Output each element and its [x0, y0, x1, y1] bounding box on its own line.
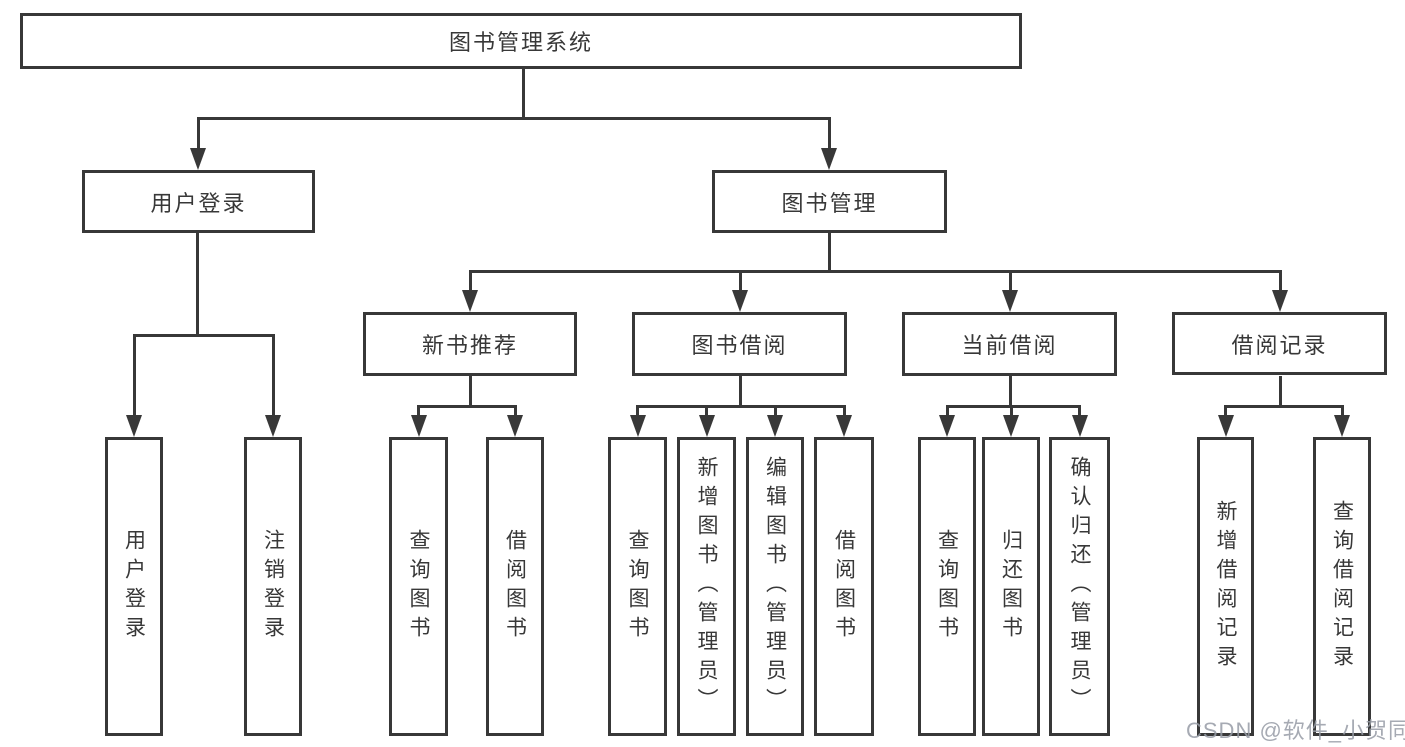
leaf-confirm-return-admin: 确认归还（管理员）: [1049, 437, 1110, 736]
node-label: 查询图书: [935, 528, 959, 645]
node-label: 图书管理: [781, 190, 878, 216]
node-label: 注销登录: [261, 528, 285, 645]
watermark: CSDN @软件_小贺同学: [1186, 718, 1405, 743]
connector-line: [417, 405, 517, 408]
connector-line: [1224, 405, 1344, 408]
arrow-down-icon: [1334, 415, 1350, 437]
connector-line: [522, 69, 525, 118]
leaf-query-books-recommend: 查询图书: [389, 437, 448, 736]
node-label: 查询图书: [626, 528, 649, 645]
connector-line: [1078, 405, 1081, 415]
leaf-borrow-books-recommend: 借阅图书: [486, 437, 544, 736]
arrow-down-icon: [939, 415, 955, 437]
connector-line: [774, 405, 777, 415]
node-user-login: 用户登录: [82, 170, 315, 233]
connector-line: [828, 117, 831, 148]
connector-line: [197, 117, 200, 148]
leaf-return-books: 归还图书: [982, 437, 1040, 736]
arrow-down-icon: [1002, 290, 1018, 312]
arrow-down-icon: [1072, 415, 1088, 437]
connector-line: [1009, 376, 1012, 406]
node-book-borrowing: 图书借阅: [632, 312, 847, 376]
connector-line: [828, 233, 831, 271]
node-label: 查询借阅记录: [1330, 499, 1354, 674]
connector-line: [946, 405, 949, 415]
arrow-down-icon: [630, 415, 646, 437]
connector-line: [1224, 405, 1227, 415]
arrow-down-icon: [507, 415, 523, 437]
node-label: 归还图书: [999, 528, 1023, 645]
node-label: 借阅图书: [503, 528, 527, 645]
arrow-down-icon: [190, 148, 206, 170]
arrow-down-icon: [462, 290, 478, 312]
connector-line: [133, 334, 275, 337]
node-label: 编辑图书（管理员）: [763, 456, 787, 717]
node-borrowing-records: 借阅记录: [1172, 312, 1387, 375]
connector-line: [417, 405, 420, 415]
connector-line: [636, 405, 639, 415]
arrow-down-icon: [126, 415, 142, 437]
connector-line: [196, 233, 199, 335]
arrow-down-icon: [1003, 415, 1019, 437]
node-current-borrowing: 当前借阅: [902, 312, 1117, 376]
arrow-down-icon: [1218, 415, 1234, 437]
leaf-user-login: 用户登录: [105, 437, 163, 736]
connector-line: [469, 270, 1282, 273]
leaf-logout: 注销登录: [244, 437, 302, 736]
connector-line: [636, 405, 846, 408]
node-label: 借阅图书: [832, 528, 856, 645]
connector-line: [272, 334, 275, 415]
node-label: 查询图书: [407, 528, 430, 645]
connector-line: [1279, 270, 1282, 290]
connector-line: [1279, 376, 1282, 406]
leaf-query-borrow-record: 查询借阅记录: [1313, 437, 1371, 736]
connector-line: [739, 376, 742, 406]
node-label: 图书借阅: [691, 333, 788, 358]
arrow-down-icon: [767, 415, 783, 437]
leaf-add-borrow-record: 新增借阅记录: [1197, 437, 1254, 736]
leaf-query-books-borrow: 查询图书: [608, 437, 667, 736]
arrow-down-icon: [821, 148, 837, 170]
node-label: 确认归还（管理员）: [1068, 456, 1091, 717]
connector-line: [1009, 270, 1012, 290]
leaf-add-books-admin: 新增图书（管理员）: [677, 437, 736, 736]
connector-line: [514, 405, 517, 415]
connector-line: [705, 405, 708, 415]
node-label: 用户登录: [150, 190, 247, 216]
node-label: 图书管理系统: [448, 30, 593, 55]
connector-line: [1341, 405, 1344, 415]
arrow-down-icon: [699, 415, 715, 437]
leaf-edit-books-admin: 编辑图书（管理员）: [746, 437, 804, 736]
node-library-management-system: 图书管理系统: [20, 13, 1022, 69]
leaf-borrow-books: 借阅图书: [814, 437, 874, 736]
node-book-management: 图书管理: [712, 170, 947, 233]
node-label: 用户登录: [122, 528, 146, 645]
connector-line: [1010, 405, 1013, 415]
connector-line: [469, 376, 472, 406]
arrow-down-icon: [836, 415, 852, 437]
connector-line: [469, 270, 472, 290]
node-label: 新增图书（管理员）: [695, 456, 718, 717]
node-label: 当前借阅: [961, 333, 1058, 358]
connector-line: [843, 405, 846, 415]
node-new-book-recommend: 新书推荐: [363, 312, 577, 376]
node-label: 新书推荐: [421, 333, 518, 358]
arrow-down-icon: [265, 415, 281, 437]
connector-line: [946, 405, 1081, 408]
connector-line: [739, 270, 742, 290]
connector-line: [197, 117, 831, 120]
node-label: 借阅记录: [1231, 332, 1328, 358]
arrow-down-icon: [411, 415, 427, 437]
node-label: 新增借阅记录: [1214, 499, 1237, 674]
connector-line: [133, 334, 136, 415]
arrow-down-icon: [732, 290, 748, 312]
leaf-query-books-current: 查询图书: [918, 437, 976, 736]
arrow-down-icon: [1272, 290, 1288, 312]
